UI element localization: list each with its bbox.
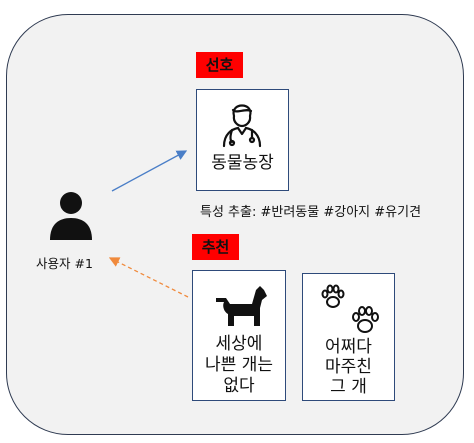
- recommended-show-1-line-1: 세상에: [215, 334, 263, 354]
- user-label: 사용자 #1: [36, 256, 93, 271]
- doctor-icon: [222, 104, 262, 148]
- preference-arrow: [111, 150, 188, 192]
- user-icon: [50, 192, 92, 240]
- preferred-show-label: 동물농장: [211, 153, 274, 173]
- recommended-show-box-1: 세상에 나쁜 개는 없다: [192, 270, 286, 401]
- paw-prints-icon: [321, 284, 379, 333]
- recommended-show-box-2: 어쩌다 마주친 그 개: [302, 273, 395, 401]
- recommended-show-1-line-2: 나쁜 개는: [205, 355, 273, 375]
- preference-tag: 선호: [196, 52, 243, 78]
- recommended-show-2-line-3: 그 개: [330, 377, 367, 397]
- recommended-show-1-line-3: 없다: [223, 376, 255, 396]
- dog-icon: [216, 286, 267, 326]
- feature-extraction-text: 특성 추출: #반려동물 #강아지 #유기견: [200, 205, 422, 220]
- preferred-show-box: 동물농장: [196, 89, 289, 191]
- recommended-show-2-line-2: 마주친: [325, 357, 372, 377]
- recommended-show-2-line-1: 어쩌다: [325, 337, 372, 357]
- recommend-arrow: [108, 257, 189, 298]
- recommend-tag: 추천: [192, 234, 239, 260]
